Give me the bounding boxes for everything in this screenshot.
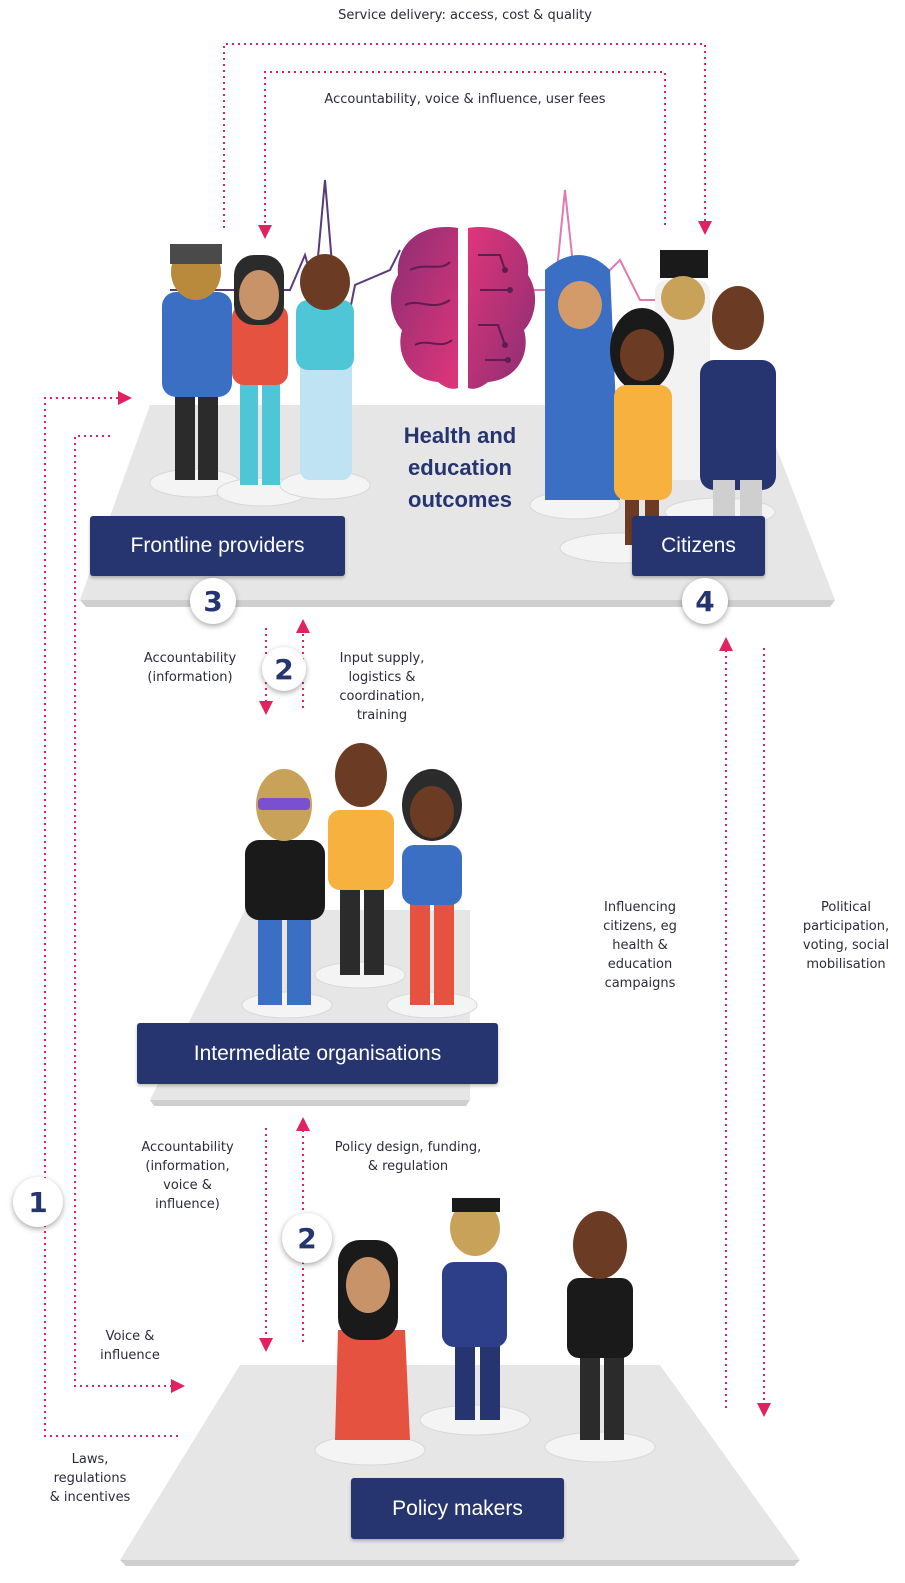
label-line: Political xyxy=(821,900,871,915)
actor-policy-makers: Policy makers xyxy=(351,1478,564,1539)
person-policy-1 xyxy=(335,1240,410,1440)
label-accountability-citizens: Accountability, voice & influence, user … xyxy=(324,92,606,107)
label-line: citizens, eg xyxy=(603,919,677,934)
label-line: voting, social xyxy=(802,938,890,953)
arrow-laws xyxy=(44,391,178,1437)
person-frontline-3 xyxy=(296,254,354,480)
label-line: regulations xyxy=(53,1471,127,1486)
arrow-service-delivery xyxy=(223,43,712,235)
label-line: education xyxy=(607,957,673,972)
outcomes-line-1: Health and xyxy=(403,423,517,448)
label-line: Accountability xyxy=(141,1140,234,1155)
label-line: health & xyxy=(612,938,668,953)
route-badge-2-upper: 2 xyxy=(262,647,306,691)
label-line: Accountability xyxy=(143,651,237,666)
person-frontline-2 xyxy=(232,255,288,485)
outcomes-title: Health and education outcomes xyxy=(395,420,525,516)
arrow-voice-influence xyxy=(74,435,185,1393)
label-line: logistics & xyxy=(348,670,416,685)
label-line: influence) xyxy=(155,1197,220,1212)
label-line: participation, xyxy=(802,919,890,934)
label-line: training xyxy=(356,708,408,723)
label-line: & regulation xyxy=(367,1159,449,1174)
label-line: Voice & xyxy=(105,1329,155,1344)
actor-frontline-providers: Frontline providers xyxy=(90,516,345,576)
label-accountability-info: Accountability (information) xyxy=(130,649,250,687)
label-influencing-citizens: Influencing citizens, eg health & educat… xyxy=(585,898,695,993)
heartbeat-line-left xyxy=(170,179,401,361)
actor-intermediate-organisations: Intermediate organisations xyxy=(137,1023,498,1084)
label-line: campaigns xyxy=(604,976,676,991)
label-line: Input supply, xyxy=(339,651,425,666)
person-policy-2 xyxy=(442,1198,507,1420)
label-laws: Laws, regulations & incentives xyxy=(35,1450,145,1507)
person-citizen-4 xyxy=(700,286,776,525)
route-badge-4: 4 xyxy=(682,578,728,624)
outcomes-line-2: education xyxy=(408,455,512,480)
label-voice-influence: Voice & influence xyxy=(85,1327,175,1365)
actor-citizens: Citizens xyxy=(632,516,765,576)
brain-icon xyxy=(390,227,536,389)
label-line: mobilisation xyxy=(806,957,886,972)
person-policy-3 xyxy=(567,1211,633,1440)
label-service-delivery: Service delivery: access, cost & quality xyxy=(338,8,592,23)
label-policy-design: Policy design, funding, & regulation xyxy=(308,1138,508,1176)
label-line: Laws, xyxy=(71,1452,109,1467)
label-line: (information) xyxy=(147,670,233,685)
label-line: Influencing xyxy=(604,900,676,915)
person-intermediate-2 xyxy=(328,743,394,975)
person-frontline-1 xyxy=(162,244,232,480)
person-citizen-1 xyxy=(545,255,620,500)
label-line: & incentives xyxy=(49,1490,131,1505)
route-badge-3: 3 xyxy=(190,578,236,624)
person-intermediate-1 xyxy=(245,769,325,1005)
person-intermediate-3 xyxy=(402,769,462,1005)
label-line: influence xyxy=(100,1348,160,1363)
route-badge-2-lower: 2 xyxy=(282,1213,332,1263)
label-accountability-voice: Accountability (information, voice & inf… xyxy=(125,1138,250,1214)
label-line: (information, xyxy=(145,1159,230,1174)
outcomes-line-3: outcomes xyxy=(408,487,512,512)
route-badge-1: 1 xyxy=(13,1177,63,1227)
label-input-supply: Input supply, logistics & coordination, … xyxy=(322,649,442,725)
label-line: voice & xyxy=(163,1178,212,1193)
person-citizen-3 xyxy=(610,308,674,545)
label-line: coordination, xyxy=(339,689,425,704)
label-political-participation: Political participation, voting, social … xyxy=(791,898,901,974)
label-line: Policy design, funding, xyxy=(334,1140,482,1155)
platform-bottom xyxy=(120,1365,800,1566)
